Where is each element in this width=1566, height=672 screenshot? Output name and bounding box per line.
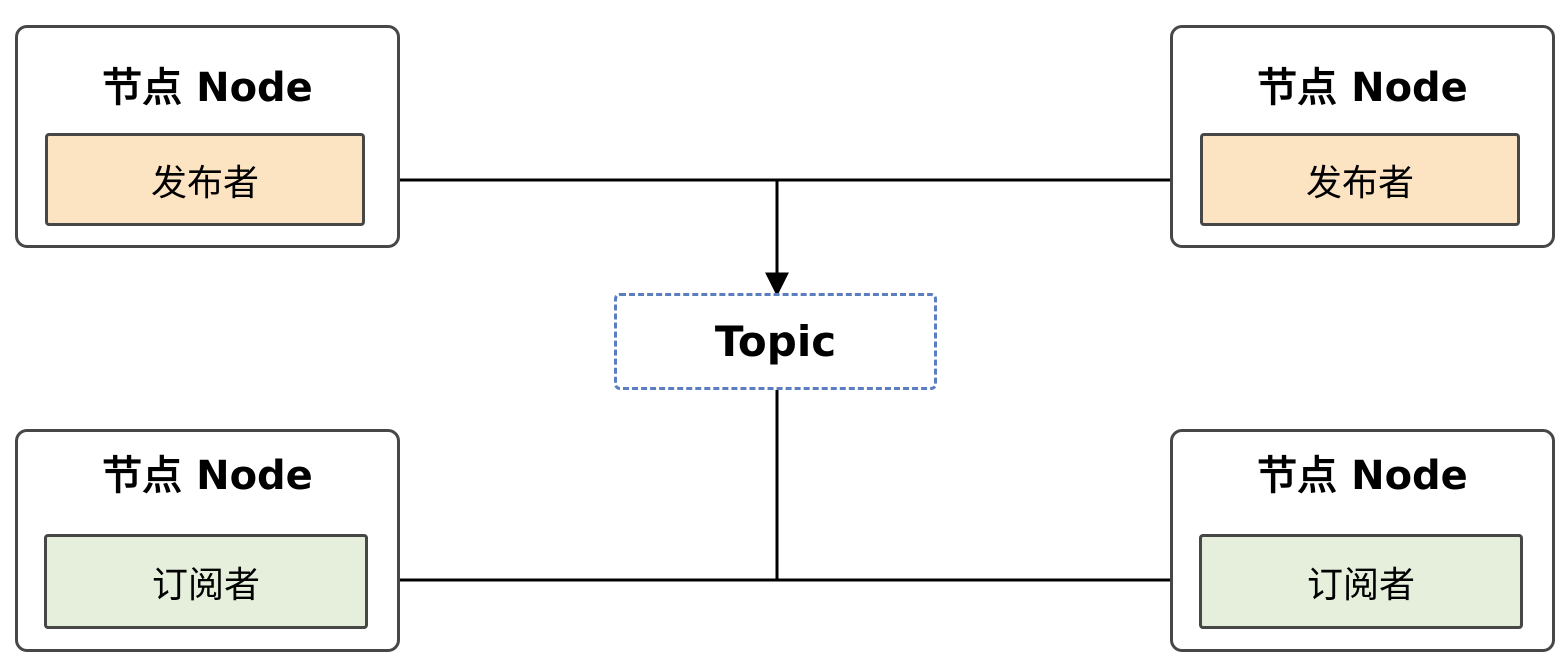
node-bottom-right: 节点 Node 订阅者 xyxy=(1170,429,1555,652)
node-top-left: 节点 Node 发布者 xyxy=(15,25,400,248)
node-title: 节点 Node xyxy=(1257,453,1468,499)
node-title: 节点 Node xyxy=(102,453,313,499)
node-title: 节点 Node xyxy=(102,65,313,111)
subscriber-box[interactable]: 订阅者 xyxy=(44,534,368,629)
node-top-right: 节点 Node 发布者 xyxy=(1170,25,1555,248)
subscriber-box[interactable]: 订阅者 xyxy=(1199,534,1523,629)
publisher-box[interactable]: 发布者 xyxy=(45,133,365,226)
publisher-box[interactable]: 发布者 xyxy=(1200,133,1520,226)
node-bottom-left: 节点 Node 订阅者 xyxy=(15,429,400,652)
node-title: 节点 Node xyxy=(1257,65,1468,111)
topic-box[interactable]: Topic xyxy=(614,293,937,390)
